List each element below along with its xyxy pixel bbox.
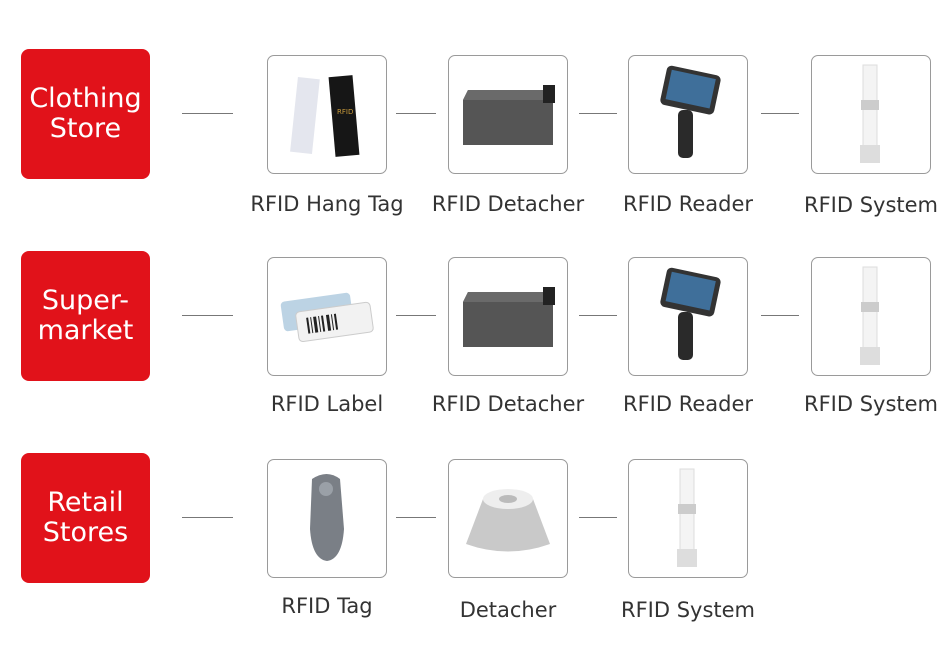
product-label: RFID Hang Tag [250, 192, 404, 216]
product-image [448, 257, 568, 376]
product-image: RFID [267, 55, 387, 174]
product-label: RFID System [620, 598, 756, 622]
product-label: RFID Reader [622, 192, 754, 216]
product-image [448, 55, 568, 174]
category-1: Super- market [21, 251, 150, 381]
connector-line [761, 315, 799, 316]
product-label: RFID Tag [281, 594, 373, 618]
product-image [811, 257, 931, 376]
product-label: RFID System [803, 392, 939, 416]
product-image [628, 257, 748, 376]
svg-text:RFID: RFID [337, 108, 353, 116]
category-2: Retail Stores [21, 453, 150, 583]
product-label: RFID Detacher [431, 192, 585, 216]
product-image [267, 459, 387, 578]
product-label: RFID System [803, 193, 939, 217]
product-image [811, 55, 931, 174]
category-0: Clothing Store [21, 49, 150, 179]
product-image [628, 55, 748, 174]
connector-line [761, 113, 799, 114]
connector-line [182, 517, 233, 518]
connector-line [579, 315, 617, 316]
product-label: Detacher [459, 598, 557, 622]
connector-line [396, 517, 436, 518]
connector-line [579, 113, 617, 114]
connector-line [182, 315, 233, 316]
product-label: RFID Label [270, 392, 384, 416]
product-label: RFID Detacher [431, 392, 585, 416]
connector-line [182, 113, 233, 114]
connector-line [396, 113, 436, 114]
product-image [628, 459, 748, 578]
product-label: RFID Reader [622, 392, 754, 416]
connector-line [579, 517, 617, 518]
connector-line [396, 315, 436, 316]
product-image [267, 257, 387, 376]
product-image [448, 459, 568, 578]
